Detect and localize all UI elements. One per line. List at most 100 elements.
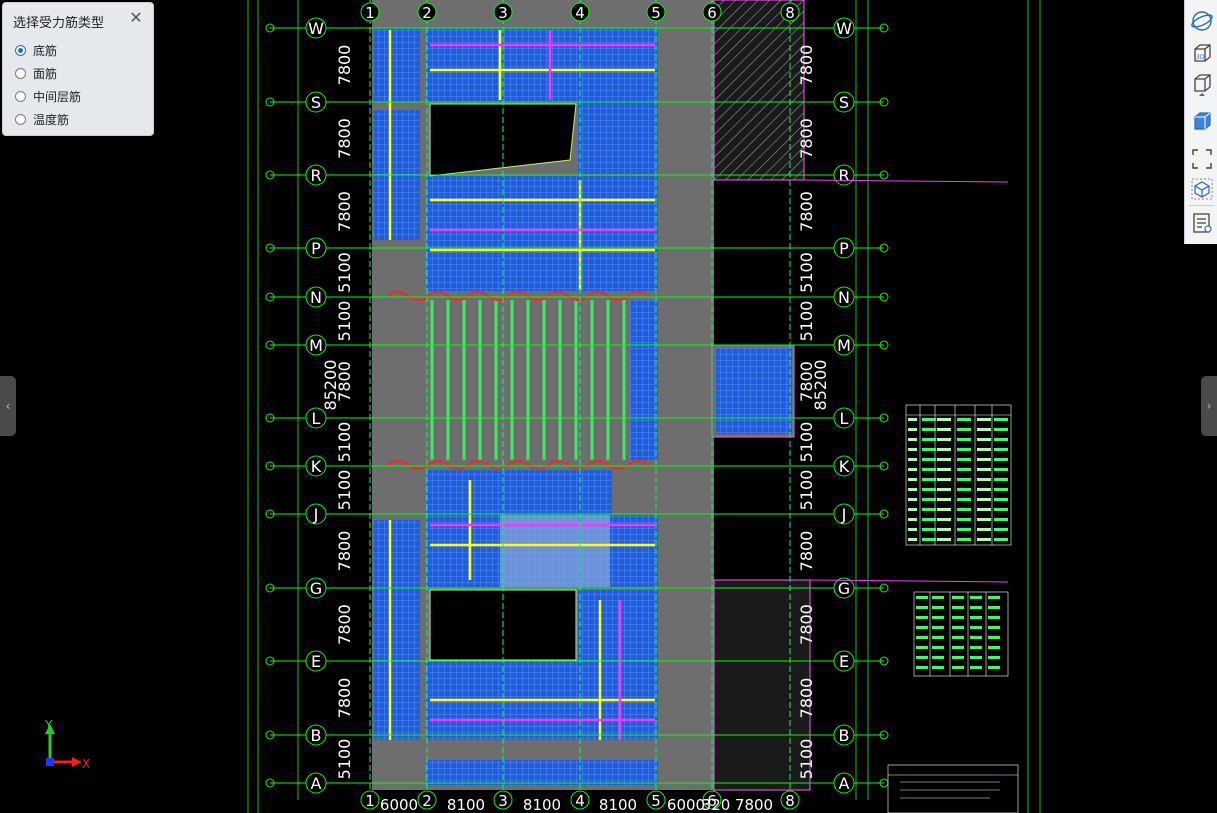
radio-icon[interactable] [15, 113, 26, 125]
table-cell [952, 616, 964, 619]
table-cell [922, 448, 936, 451]
view-toolbar: 3D [1184, 0, 1217, 244]
axis-label-A: A [839, 774, 850, 793]
column-label-3: 3 [498, 792, 508, 810]
view-cube-icon[interactable] [1189, 70, 1215, 96]
table-cell [957, 478, 971, 481]
axis-end-mark [265, 413, 275, 423]
option-top-rebar[interactable]: 面筋 [15, 63, 57, 83]
table-cell [994, 508, 1008, 511]
axis-label-L: L [840, 409, 849, 428]
radio-icon[interactable] [15, 90, 26, 102]
table-cell [977, 478, 991, 481]
column-label-2: 2 [422, 4, 432, 22]
axis-bubble-L [833, 407, 855, 429]
axis-end-mark [265, 778, 275, 788]
table-cell [916, 666, 928, 669]
table-cell [957, 438, 971, 441]
rebar-zones [374, 28, 792, 785]
column-bubble-8 [780, 790, 800, 810]
table-cell [970, 666, 982, 669]
table-cell [937, 478, 951, 481]
table-cell [957, 528, 971, 531]
3d-view-icon[interactable]: 3D [1189, 40, 1215, 66]
table-cell [977, 508, 991, 511]
axis-end-mark [879, 292, 889, 302]
axis-label-J: J [313, 505, 319, 524]
row-spacing-label: 7800 [335, 531, 354, 572]
table-cell [908, 538, 917, 541]
table-cell [977, 448, 991, 451]
column-spacing-label: 7800 [735, 796, 773, 813]
column-spacing-label: 8100 [599, 796, 637, 813]
column-label-8: 8 [785, 4, 795, 22]
table-cell [908, 508, 917, 511]
notes-box [887, 764, 1019, 813]
option-label: 面筋 [33, 66, 58, 81]
table-cell [908, 478, 917, 481]
wireframe-box-icon[interactable] [1189, 176, 1215, 202]
axis-end-mark [879, 97, 889, 107]
table-cell [952, 646, 964, 649]
axis-bubble-A [833, 772, 855, 794]
column-label-6: 6 [707, 792, 717, 810]
column-label-4: 4 [575, 4, 585, 22]
left-panel-toggle[interactable]: ‹ [0, 376, 16, 436]
close-icon[interactable]: ✕ [129, 8, 143, 27]
row-spacing-label: 5100 [335, 739, 354, 780]
row-spacing-label: 5100 [797, 422, 816, 463]
table-cell [937, 498, 951, 501]
table-cell [937, 448, 951, 451]
table-cell [922, 528, 936, 531]
fit-extents-icon[interactable] [1189, 146, 1215, 172]
column-bubble-4 [570, 2, 590, 22]
column-bubble-5 [646, 790, 666, 810]
table-cell [908, 468, 917, 471]
table-cell [994, 448, 1008, 451]
table-cell [977, 458, 991, 461]
table-cell [977, 488, 991, 491]
row-spacing-label: 5100 [797, 301, 816, 342]
column-bubble-1 [360, 2, 380, 22]
table-cell [957, 518, 971, 521]
row-spacing-label: 7800 [335, 604, 354, 645]
axis-end-mark [265, 461, 275, 471]
row-spacing-label: 5100 [335, 252, 354, 293]
table-cell [922, 518, 936, 521]
table-cell [988, 666, 1000, 669]
table-cell [994, 488, 1008, 491]
solid-cube-icon[interactable] [1189, 108, 1215, 134]
table-cell [957, 538, 971, 541]
axis-end-mark [265, 292, 275, 302]
radio-icon[interactable] [15, 44, 26, 56]
axis-end-mark [265, 583, 275, 593]
table-cell [952, 656, 964, 659]
table-cell [970, 636, 982, 639]
table-cell [988, 596, 1000, 599]
axis-end-mark [879, 243, 889, 253]
axis-label-K: K [839, 457, 850, 476]
table-cell [916, 596, 928, 599]
option-bottom-rebar[interactable]: 底筋 [15, 40, 57, 60]
axis-bubble-M [305, 334, 327, 356]
table-cell [977, 528, 991, 531]
axis-end-mark [879, 340, 889, 350]
row-spacing-label: 5100 [797, 739, 816, 780]
radio-icon[interactable] [15, 67, 26, 79]
table-cell [937, 528, 951, 531]
table-cell [988, 636, 1000, 639]
table-cell [922, 428, 936, 431]
table-cell [952, 606, 964, 609]
option-temperature-rebar[interactable]: 温度筋 [15, 109, 69, 129]
column-bubble-8 [780, 2, 800, 22]
properties-icon[interactable] [1189, 210, 1215, 236]
right-panel-toggle[interactable]: › [1201, 376, 1217, 436]
table-cell [932, 646, 944, 649]
option-middle-rebar[interactable]: 中间层筋 [15, 86, 81, 106]
chevron-left-icon: ‹ [5, 399, 11, 413]
table-cell [952, 636, 964, 639]
column-bubble-4 [570, 790, 590, 810]
orbit-icon[interactable] [1189, 8, 1215, 34]
